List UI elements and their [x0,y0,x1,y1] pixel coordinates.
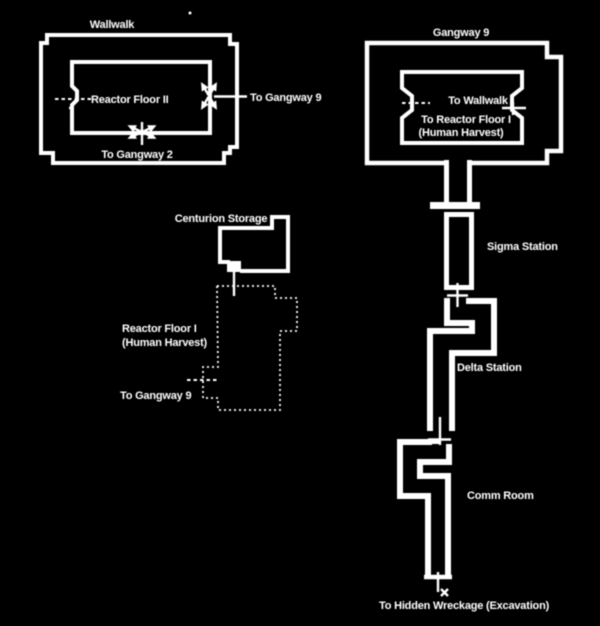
label-hidden-wreckage: To Hidden Wreckage (Excavation) [379,600,550,612]
label-delta-station: Delta Station [457,362,522,374]
map-speck-top [188,11,192,15]
centurion-wall-left [218,226,230,264]
centurion-storage-room [218,215,290,296]
label-wallwalk-title: Wallwalk [90,19,136,31]
label-comm-room: Comm Room [467,490,534,502]
wallwalk-inner-wall [70,60,212,135]
exit-marker [440,588,449,597]
corridors [397,160,497,577]
label-to-gangway9-left: To Gangway 9 [120,390,191,402]
map-labels: Wallwalk Reactor Floor II To Gangway 9 T… [90,19,559,612]
reactor-floor1-area [187,285,298,411]
label-centurion-storage: Centurion Storage [175,213,268,225]
label-to-gangway2: To Gangway 2 [101,149,172,161]
delta-corridor-core [433,298,491,431]
label-to-reactor1-line1: To Reactor Floor I [421,114,511,126]
label-reactor-floor1-line2: (Human Harvest) [122,337,208,349]
gangway9-outer-wall [364,40,564,166]
wallwalk-outer-wall [39,33,239,165]
gangway9-inner-wall [400,70,524,145]
label-to-wallwalk: To Wallwalk [448,95,509,107]
label-to-gangway9-right: To Gangway 9 [250,92,321,104]
label-reactor-floor2: Reactor Floor II [91,94,169,106]
wallwalk-room [39,33,247,165]
sigma-junction-wall [430,202,480,209]
centurion-wall [220,215,290,273]
reactor-floor1-dotted-wall [202,285,298,411]
gangway9-room [364,40,564,166]
label-sigma-station: Sigma Station [487,241,558,253]
comm-corridor-core [403,444,446,577]
label-to-reactor1-line2: (Human Harvest) [418,127,504,139]
label-reactor-floor1-line1: Reactor Floor I [122,323,197,335]
label-gangway9-title: Gangway 9 [433,27,489,39]
sigma-lift-walls [444,212,474,290]
map-speck-wallwalk [68,106,72,110]
